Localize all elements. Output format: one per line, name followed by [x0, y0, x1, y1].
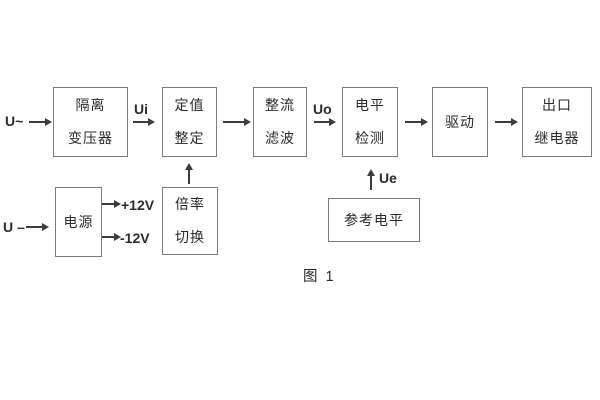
box-label: 整流	[265, 97, 295, 113]
arrow-input-dc-icon	[26, 226, 42, 228]
box-label: 变压器	[68, 130, 113, 146]
box-label: 倍率	[175, 196, 205, 212]
box-isolation-transformer: 隔离 变压器	[53, 87, 128, 157]
arrow-minus12-icon	[102, 236, 114, 238]
arrow-detect-to-driver-icon	[405, 121, 421, 123]
label-ui: Ui	[134, 101, 148, 117]
box-label: 电源	[63, 214, 94, 230]
box-level-detect: 电平 检测	[342, 87, 398, 157]
label-ue: Ue	[379, 170, 397, 186]
arrow-plus12-icon	[102, 203, 114, 205]
arrow-driver-to-relay-icon	[495, 121, 511, 123]
arrow-uo-icon	[314, 121, 329, 123]
box-label: 隔离	[75, 97, 106, 113]
label-plus12: +12V	[121, 197, 155, 213]
arrow-input-ac-icon	[29, 121, 45, 123]
box-driver: 驱动	[432, 87, 488, 157]
label-minus12: -12V	[120, 230, 150, 246]
box-label: 出口	[542, 97, 572, 113]
box-ratio-switch: 倍率 切换	[162, 187, 218, 255]
box-label: 切换	[175, 229, 205, 245]
arrow-ui-icon	[133, 121, 148, 123]
box-output-relay: 出口 继电器	[522, 87, 592, 157]
figure-caption: 图 1	[303, 269, 336, 285]
box-rectify-filter: 整流 滤波	[253, 87, 307, 157]
box-power-supply: 电源	[55, 187, 102, 257]
box-label: 电平	[355, 97, 385, 113]
label-input-ac: U~	[5, 113, 24, 129]
box-setpoint-adjust: 定值 整定	[162, 87, 217, 157]
box-label: 滤波	[265, 130, 295, 146]
arrow-setpoint-to-rectify-icon	[223, 121, 244, 123]
box-label: 整定	[174, 130, 205, 146]
arrow-ue-icon	[370, 176, 372, 190]
box-label: 继电器	[534, 130, 580, 146]
label-input-dc: U –	[3, 219, 25, 235]
box-reference-level: 参考电平	[328, 198, 420, 242]
label-uo: Uo	[313, 101, 332, 117]
box-label: 检测	[355, 130, 385, 146]
box-label: 参考电平	[344, 212, 404, 228]
arrow-ratio-to-setpoint-icon	[188, 170, 190, 184]
box-label: 驱动	[445, 114, 475, 130]
box-label: 定值	[174, 97, 205, 113]
